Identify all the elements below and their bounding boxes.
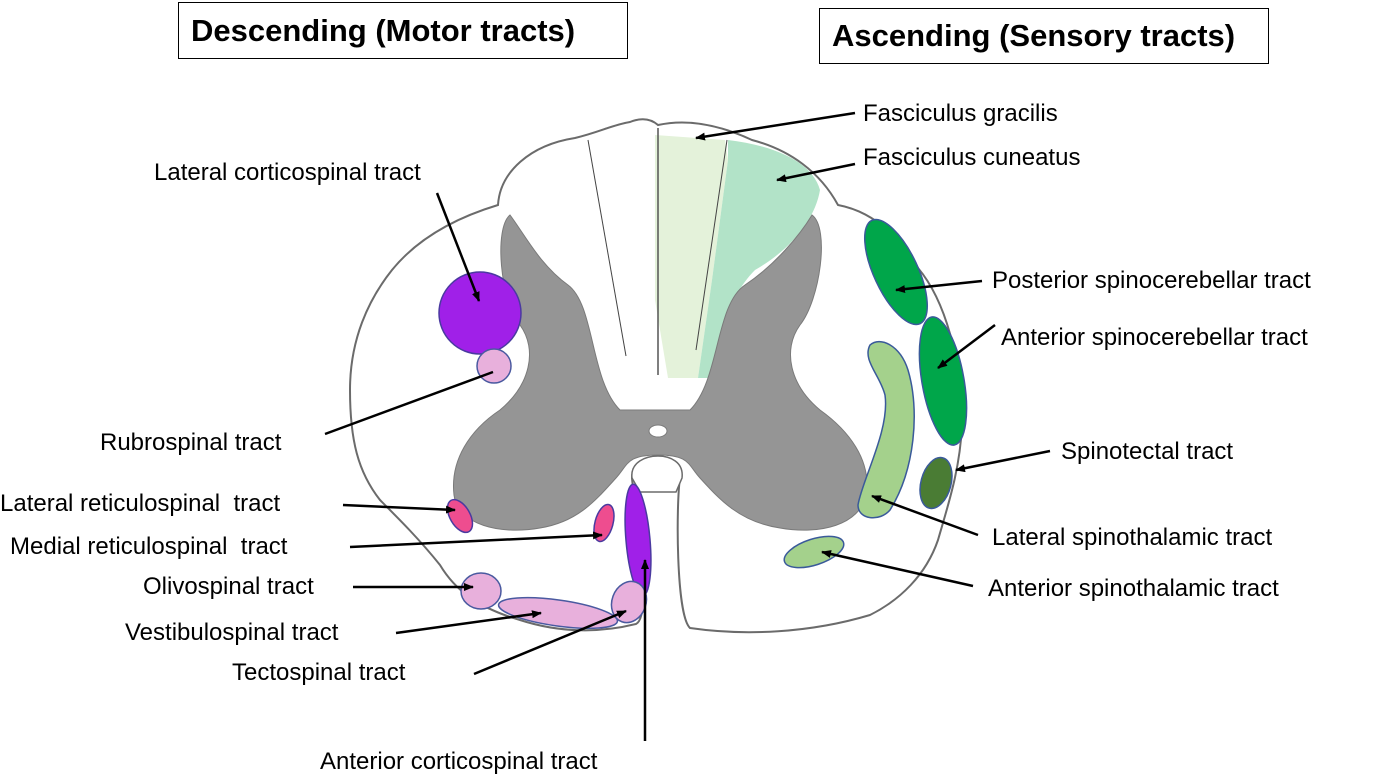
- anterior-spinocerebellar-tract: [918, 316, 968, 446]
- label-anterior-corticospinal: Anterior corticospinal tract: [320, 748, 598, 775]
- olivospinal-tract: [460, 572, 502, 610]
- label-olivospinal: Olivospinal tract: [143, 573, 314, 600]
- label-posterior-spinocerebellar: Posterior spinocerebellar tract: [992, 267, 1311, 294]
- label-fasciculus-cuneatus: Fasciculus cuneatus: [863, 144, 1080, 171]
- label-fasciculus-gracilis: Fasciculus gracilis: [863, 100, 1058, 127]
- arrow-fasciculus-gracilis: [695, 111, 856, 141]
- rubrospinal-tract: [476, 348, 512, 384]
- label-anterior-spinocerebellar: Anterior spinocerebellar tract: [1001, 324, 1308, 351]
- leader-lines: [324, 111, 1051, 741]
- label-lateral-reticulospinal: Lateral reticulospinal tract: [0, 490, 280, 517]
- label-anterior-spinothalamic: Anterior spinothalamic tract: [988, 575, 1279, 602]
- arrow-rubrospinal: [324, 370, 494, 436]
- vestibulospinal-tract: [497, 596, 619, 630]
- central-canal: [648, 424, 668, 438]
- arrow-lateral-corticospinal: [435, 192, 481, 302]
- arrow-anterior-spinothalamic: [821, 550, 974, 588]
- anterior-median-fissure: [631, 455, 683, 493]
- arrow-tectospinal: [473, 609, 627, 676]
- arrow-fasciculus-cuneatus: [776, 162, 856, 183]
- gray-matter: [452, 214, 868, 531]
- arrow-vestibulospinal: [395, 610, 542, 635]
- posterior-intermediate-septum-right: [695, 139, 728, 351]
- arrow-lateral-reticulospinal: [342, 503, 456, 514]
- arrow-anterior-spinocerebellar: [937, 324, 996, 369]
- fasciculus-cuneatus-region: [698, 140, 820, 378]
- label-spinotectal: Spinotectal tract: [1061, 438, 1233, 465]
- fasciculus-gracilis-region: [655, 135, 728, 378]
- label-lateral-spinothalamic: Lateral spinothalamic tract: [992, 524, 1272, 551]
- descending-header-text: Descending (Motor tracts): [191, 12, 576, 48]
- arrow-spinotectal: [955, 449, 1051, 473]
- ascending-header: Ascending (Sensory tracts): [819, 8, 1269, 64]
- descending-header: Descending (Motor tracts): [178, 2, 628, 59]
- arrow-medial-reticulospinal: [349, 531, 603, 549]
- lateral-corticospinal-tract: [438, 271, 522, 355]
- arrow-lateral-spinothalamic: [871, 494, 979, 537]
- label-medial-reticulospinal: Medial reticulospinal tract: [10, 533, 288, 560]
- lateral-spinothalamic-tract: [857, 340, 915, 519]
- posterior-spinocerebellar-tract: [863, 218, 929, 326]
- ascending-header-text: Ascending (Sensory tracts): [832, 18, 1236, 53]
- spinotectal-tract: [919, 456, 953, 510]
- label-tectospinal: Tectospinal tract: [232, 659, 406, 686]
- anterior-spinothalamic-tract: [783, 535, 845, 569]
- label-lateral-corticospinal: Lateral corticospinal tract: [154, 159, 421, 186]
- label-rubrospinal: Rubrospinal tract: [100, 429, 282, 456]
- arrow-posterior-spinocerebellar: [895, 279, 983, 294]
- label-vestibulospinal: Vestibulospinal tract: [125, 619, 339, 646]
- posterior-intermediate-septum-left: [587, 139, 627, 357]
